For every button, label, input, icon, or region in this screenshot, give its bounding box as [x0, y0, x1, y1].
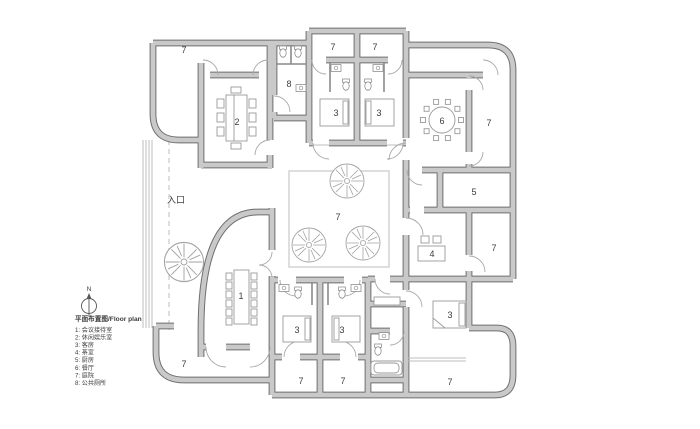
legend-item-5: 5: 厨房: [75, 356, 94, 364]
room-label-7: 7: [181, 359, 186, 369]
legend-item-1: 1: 会议接待室: [75, 326, 112, 334]
entrance-label: 入口: [167, 195, 185, 205]
compass-icon: N: [81, 286, 97, 316]
room-label-7: 7: [181, 45, 186, 55]
entrance-steps: [142, 140, 170, 330]
room-label-7: 7: [486, 118, 491, 128]
room-labels: 7 2 8 7 7 3 3 6 7 5 4 7 7 1 3 3 3 7 7 7 7: [181, 42, 496, 387]
legend-item-7: 7: 庭院: [75, 371, 94, 379]
room-label-8: 8: [286, 79, 291, 89]
room-label-1: 1: [238, 291, 243, 301]
room-label-7: 7: [335, 212, 340, 222]
compass-north-label: N: [87, 286, 92, 293]
legend-item-2: 2: 休闲娱乐室: [75, 334, 112, 342]
room-label-3: 3: [294, 325, 299, 335]
room-label-7: 7: [491, 243, 496, 253]
legend-item-6: 6: 餐厅: [75, 364, 94, 372]
furniture: [216, 45, 467, 376]
room-label-2: 2: [234, 117, 239, 127]
room-label-7: 7: [330, 42, 335, 52]
legend-item-8: 8: 公共厕所: [75, 379, 106, 387]
room-label-4: 4: [429, 249, 434, 259]
room-label-7: 7: [447, 377, 452, 387]
room-label-3: 3: [447, 310, 452, 320]
legend-item-4: 4: 茶室: [75, 349, 94, 357]
room-label-3: 3: [376, 108, 381, 118]
legend-item-3: 3: 客房: [75, 341, 94, 349]
room-label-5: 5: [471, 187, 476, 197]
window-sills: [313, 144, 466, 362]
room-label-7: 7: [372, 42, 377, 52]
room-label-3: 3: [333, 108, 338, 118]
room-label-7: 7: [298, 376, 303, 386]
room-label-7: 7: [340, 376, 345, 386]
room-label-6: 6: [439, 116, 444, 126]
room-label-3: 3: [339, 325, 344, 335]
legend-title: 平面布置图/Floor plan: [75, 314, 142, 323]
bath-partitions: [276, 45, 385, 305]
